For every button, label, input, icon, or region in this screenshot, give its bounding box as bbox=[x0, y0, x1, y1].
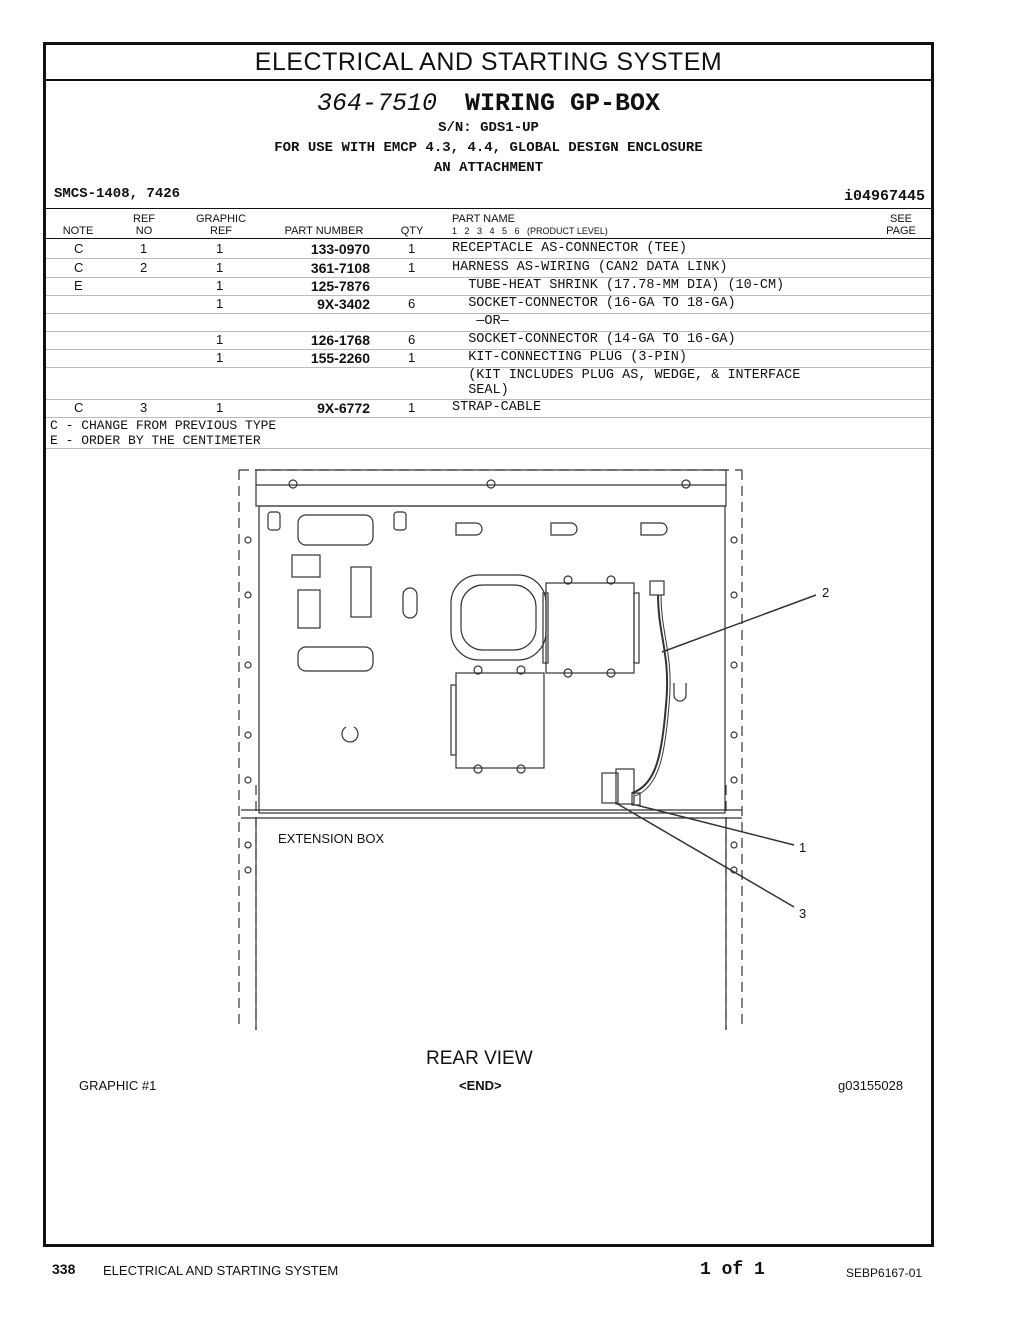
row-7-qty: 1 bbox=[408, 350, 416, 365]
footer-section: ELECTRICAL AND STARTING SYSTEM bbox=[103, 1263, 339, 1278]
row-2-graphic-ref: 1 bbox=[216, 260, 224, 275]
callout-2: 2 bbox=[822, 585, 830, 600]
row-3-graphic-ref: 1 bbox=[216, 278, 224, 293]
row-divider bbox=[46, 258, 931, 259]
header-ref-no-top: REF bbox=[133, 213, 155, 225]
group-header: 364-7510 WIRING GP-BOX S/N: GDS1-UP FOR U… bbox=[46, 89, 931, 178]
row-9-note: C bbox=[74, 400, 84, 415]
row-9-ref-no: 3 bbox=[140, 400, 148, 415]
callout-3: 3 bbox=[799, 906, 807, 921]
row-5-or: —OR— bbox=[452, 314, 509, 329]
table-notes: C - CHANGE FROM PREVIOUS TYPE E - ORDER … bbox=[50, 418, 276, 448]
row-divider bbox=[46, 399, 931, 400]
note-change: C - CHANGE FROM PREVIOUS TYPE bbox=[50, 418, 277, 433]
header-note: NOTE bbox=[62, 225, 94, 237]
row-9-part-name: STRAP-CABLE bbox=[452, 400, 542, 415]
group-number: 364-7510 bbox=[316, 89, 437, 118]
row-7-part-number: 155-2260 bbox=[310, 350, 370, 366]
view-label: REAR VIEW bbox=[426, 1048, 533, 1069]
row-7-part-name: KIT-CONNECTING PLUG (3-PIN) bbox=[452, 350, 687, 365]
row-6-part-name: SOCKET-CONNECTOR (14-GA TO 16-GA) bbox=[452, 332, 736, 347]
row-4-part-number: 9X-3402 bbox=[317, 296, 370, 312]
row-9-part-number: 9X-6772 bbox=[317, 400, 370, 416]
header-graphic-ref-top: GRAPHIC bbox=[195, 213, 247, 225]
row-1-note: C bbox=[74, 241, 84, 256]
row-2-part-name: HARNESS AS-WIRING (CAN2 DATA LINK) bbox=[452, 260, 728, 275]
row-divider bbox=[46, 417, 931, 418]
row-2-part-number: 361-7108 bbox=[310, 260, 370, 276]
row-7-graphic-ref: 1 bbox=[216, 350, 224, 365]
header-product-levels: 1 2 3 4 5 6 (PRODUCT LEVEL) bbox=[452, 226, 608, 236]
graphic-label: GRAPHIC #1 bbox=[79, 1078, 157, 1093]
graphic-id: g03155028 bbox=[838, 1078, 904, 1093]
header-graphic-ref-bottom: REF bbox=[210, 225, 232, 237]
header-see-page-top: SEE bbox=[889, 213, 912, 225]
serial-range: S/N: GDS1-UP bbox=[438, 120, 539, 136]
row-4-qty: 6 bbox=[408, 296, 416, 311]
row-8-kit-note: (KIT INCLUDES PLUG AS, WEDGE, & INTERFAC… bbox=[468, 368, 801, 398]
group-title: 364-7510 WIRING GP-BOX bbox=[46, 89, 931, 118]
row-4-graphic-ref: 1 bbox=[216, 296, 224, 311]
header-part-name: PART NAME bbox=[452, 213, 515, 225]
end-label: <END> bbox=[459, 1078, 502, 1093]
usage-line: FOR USE WITH EMCP 4.3, 4.4, GLOBAL DESIG… bbox=[274, 140, 703, 156]
extension-box-label: EXTENSION BOX bbox=[278, 831, 385, 846]
section-title: ELECTRICAL AND STARTING SYSTEM bbox=[46, 45, 931, 81]
header-ref-no-bottom: NO bbox=[135, 225, 153, 237]
callout-1: 1 bbox=[799, 840, 807, 855]
notes-rule bbox=[46, 448, 931, 449]
row-divider bbox=[46, 331, 931, 332]
row-1-part-number: 133-0970 bbox=[310, 241, 370, 257]
header-part-number: PART NUMBER bbox=[284, 225, 364, 237]
document-number: SEBP6167-01 bbox=[846, 1266, 923, 1280]
row-4-part-name: SOCKET-CONNECTOR (16-GA TO 18-GA) bbox=[452, 296, 736, 311]
row-1-ref-no: 1 bbox=[140, 241, 148, 256]
illustration-id: i04967445 bbox=[843, 188, 925, 205]
row-6-qty: 6 bbox=[408, 332, 416, 347]
row-6-graphic-ref: 1 bbox=[216, 332, 224, 347]
page-of: 1 of 1 bbox=[700, 1260, 765, 1280]
row-divider bbox=[46, 295, 931, 296]
smcs-code: SMCS-1408, 7426 bbox=[54, 186, 181, 202]
header-qty: QTY bbox=[400, 225, 424, 237]
row-2-ref-no: 2 bbox=[140, 260, 148, 275]
row-1-graphic-ref: 1 bbox=[216, 241, 224, 256]
row-divider bbox=[46, 349, 931, 350]
row-3-part-name: TUBE-HEAT SHRINK (17.78-MM DIA) (10-CM) bbox=[452, 278, 785, 293]
row-2-qty: 1 bbox=[408, 260, 416, 275]
row-1-part-name: RECEPTACLE AS-CONNECTOR (TEE) bbox=[452, 241, 687, 256]
row-divider bbox=[46, 313, 931, 314]
header-see-page-bottom: PAGE bbox=[886, 225, 916, 237]
page-number: 338 bbox=[52, 1261, 76, 1277]
row-divider bbox=[46, 277, 931, 278]
row-3-part-number: 125-7876 bbox=[310, 278, 370, 294]
table-header-rule bbox=[46, 238, 931, 239]
row-2-note: C bbox=[74, 260, 84, 275]
row-3-note: E bbox=[74, 278, 83, 293]
note-order-by-cm: E - ORDER BY THE CENTIMETER bbox=[50, 433, 261, 448]
row-divider bbox=[46, 367, 931, 368]
table-top-rule bbox=[46, 208, 931, 209]
row-6-part-number: 126-1768 bbox=[310, 332, 370, 348]
attachment-line: AN ATTACHMENT bbox=[433, 160, 544, 176]
row-9-graphic-ref: 1 bbox=[216, 400, 224, 415]
page-frame: ELECTRICAL AND STARTING SYSTEM 364-7510 W… bbox=[43, 42, 934, 1247]
row-1-qty: 1 bbox=[408, 241, 416, 256]
row-9-qty: 1 bbox=[408, 400, 416, 415]
group-name: WIRING GP-BOX bbox=[464, 89, 661, 118]
rear-view-drawing bbox=[238, 469, 817, 1030]
